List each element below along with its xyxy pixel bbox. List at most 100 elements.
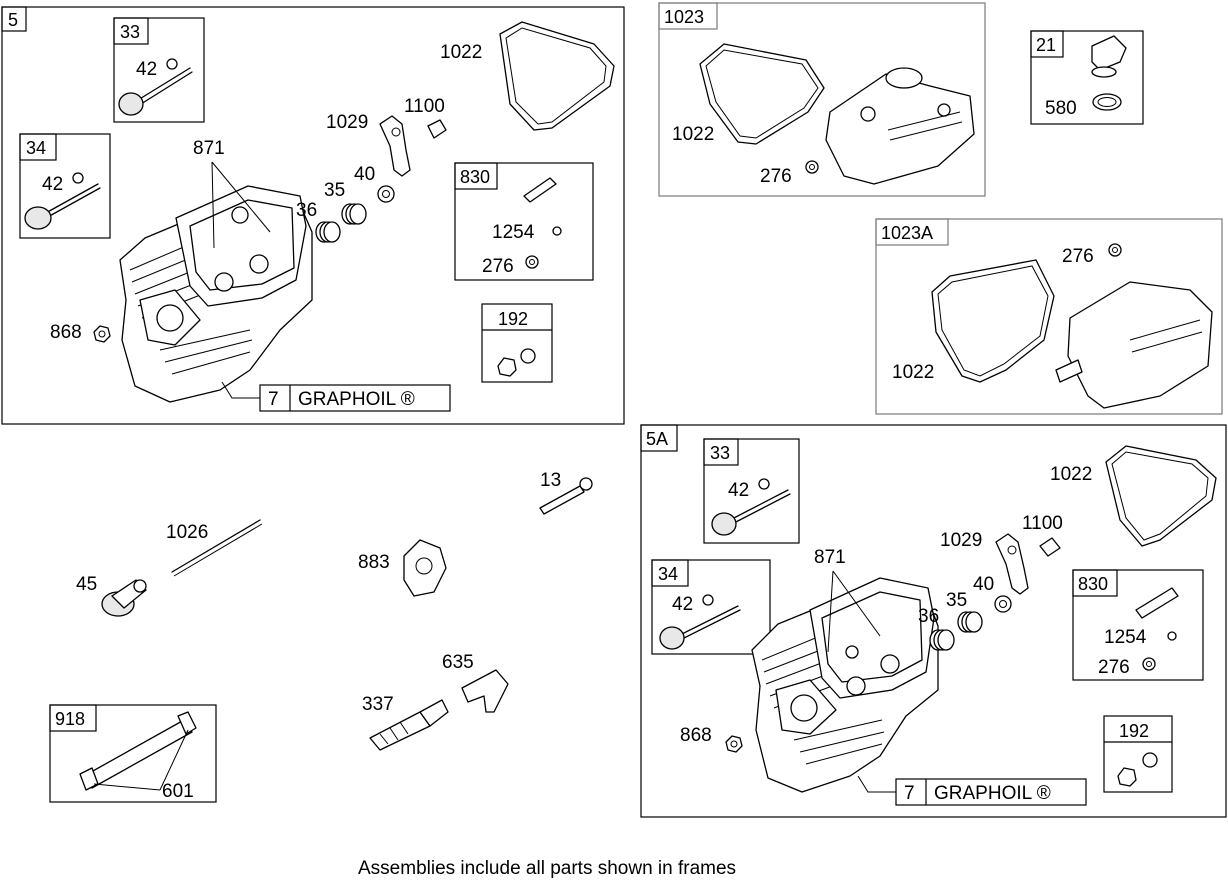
- label-871: 871: [193, 138, 225, 159]
- bolt-icon: [539, 485, 585, 515]
- label-35: 35: [946, 590, 967, 611]
- label-883: 883: [358, 552, 390, 573]
- frame-34-tag: 34: [658, 564, 678, 584]
- gasket-icon: [699, 43, 825, 145]
- pivot-1100-icon: [427, 119, 447, 139]
- spark-plug-boot-icon: [461, 669, 509, 713]
- label-868: 868: [50, 322, 82, 343]
- frame-192-tag: 192: [498, 309, 528, 329]
- frame-1023-cover: 1023 1022 276: [658, 2, 986, 197]
- frame-34-tag: 34: [26, 138, 46, 158]
- label-1100: 1100: [1022, 513, 1063, 534]
- frame-33-valve-exhaust: 33 42: [113, 17, 205, 123]
- spring-36-icon: [315, 221, 341, 243]
- graphoil-number: 7: [268, 389, 279, 410]
- valve-cover-icon: [1067, 281, 1213, 409]
- label-42: 42: [136, 59, 157, 80]
- frame-21-oil-fill-cap: 21 580: [1030, 30, 1144, 125]
- frame-5a-assembly: 5A 33 42 34 42: [640, 424, 1227, 818]
- spring-35-icon: [341, 203, 367, 225]
- spring-36-icon: [929, 629, 955, 651]
- label-1022: 1022: [892, 362, 934, 383]
- stud-icon: [523, 177, 557, 203]
- oil-cap-icon: [1091, 35, 1127, 71]
- nut-icon: [1117, 767, 1137, 787]
- label-635: 635: [442, 652, 474, 673]
- label-276: 276: [760, 166, 792, 187]
- label-276: 276: [1098, 657, 1130, 678]
- label-36: 36: [918, 606, 939, 627]
- stud-icon: [1135, 587, 1179, 619]
- frame-830-tag: 830: [1078, 574, 1108, 594]
- valve-head-icon: [711, 512, 737, 536]
- gasket-icon: [499, 21, 615, 131]
- label-1022: 1022: [440, 42, 482, 63]
- nut-icon: [725, 735, 743, 753]
- frame-34-valve-intake: 34 42: [651, 559, 771, 655]
- frame-830-tag: 830: [460, 167, 490, 187]
- label-42: 42: [672, 594, 693, 615]
- label-42: 42: [728, 480, 749, 501]
- valve-cover-icon: [825, 73, 975, 185]
- frame-918-breather-tube: 918 601: [49, 704, 217, 803]
- label-1254: 1254: [1104, 627, 1147, 648]
- footer-note: Assemblies include all parts shown in fr…: [358, 858, 736, 879]
- label-36: 36: [296, 200, 317, 221]
- label-276: 276: [482, 256, 514, 277]
- spring-35-icon: [957, 611, 983, 633]
- label-1254: 1254: [492, 222, 535, 243]
- frame-192-tag: 192: [1119, 721, 1149, 741]
- frame-33-valve-exhaust: 33 42: [703, 438, 800, 544]
- label-580: 580: [1045, 98, 1077, 119]
- graphoil-callout: 7 GRAPHOIL ®: [221, 381, 451, 412]
- label-871: 871: [814, 547, 846, 568]
- label-868: 868: [680, 725, 712, 746]
- gasket-icon: [931, 259, 1055, 383]
- graphoil-callout: 7 GRAPHOIL ®: [857, 775, 1087, 806]
- retainer-40-icon: [377, 185, 395, 203]
- frame-5-tag: 5: [8, 10, 18, 30]
- frame-1023-tag: 1023: [664, 7, 704, 27]
- label-276: 276: [1062, 246, 1094, 267]
- frame-34-valve-intake: 34 42: [19, 133, 111, 239]
- frame-918-tag: 918: [55, 709, 85, 729]
- label-1029: 1029: [940, 530, 982, 551]
- label-45: 45: [76, 574, 97, 595]
- spark-plug-icon: [369, 711, 431, 751]
- frame-21-tag: 21: [1036, 35, 1056, 55]
- label-1100: 1100: [404, 96, 445, 117]
- gasket-icon: [1105, 445, 1217, 547]
- frame-5-assembly: 5 33 42 34 42: [1, 6, 625, 425]
- label-35: 35: [324, 180, 345, 201]
- label-42: 42: [42, 174, 63, 195]
- cylinder-head-drawing: [751, 577, 939, 793]
- frame-1023a-cover: 1023A 276 1022: [875, 218, 1223, 415]
- retainer-40-icon: [994, 595, 1012, 613]
- rocker-arm-icon: [995, 533, 1029, 595]
- pushrod-icon: [171, 519, 261, 573]
- frame-192-nut-kit: 192: [481, 303, 553, 383]
- graphoil-label: GRAPHOIL ®: [934, 783, 1051, 804]
- o-ring-icon: [1092, 93, 1122, 111]
- loose-parts: 13 1026 45 883 635 337: [76, 470, 593, 751]
- label-1026: 1026: [166, 522, 208, 543]
- cylinder-head-drawing: [119, 185, 313, 403]
- frame-830-stud-kit: 830 1254 276: [1072, 569, 1204, 681]
- label-337: 337: [362, 694, 394, 715]
- nut-icon: [497, 357, 517, 377]
- valve-head-icon: [118, 92, 144, 116]
- breather-tube-icon: [83, 719, 193, 789]
- intake-gasket-icon: [403, 539, 447, 597]
- graphoil-number: 7: [904, 783, 915, 804]
- nut-icon: [93, 325, 111, 343]
- pivot-1100-icon: [1039, 537, 1061, 557]
- frame-830-stud-kit: 830 1254 276: [454, 162, 594, 281]
- valve-head-icon: [659, 626, 685, 650]
- rocker-arm-icon: [379, 115, 411, 177]
- frame-192-nut-kit: 192: [1103, 715, 1173, 793]
- frame-33-tag: 33: [120, 22, 140, 42]
- label-1022: 1022: [1050, 464, 1092, 485]
- label-40: 40: [354, 164, 375, 185]
- label-601: 601: [162, 781, 194, 802]
